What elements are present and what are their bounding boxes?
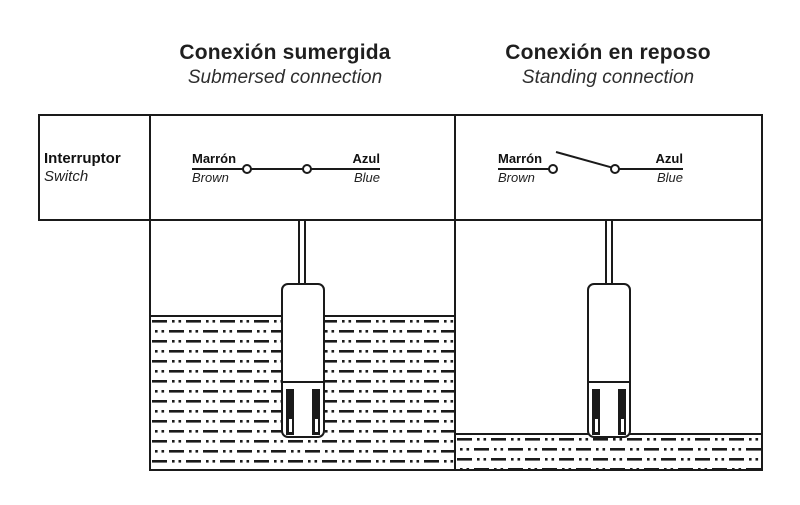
header-standing-title: Conexión en reposo: [505, 41, 711, 64]
closed-brown-label-es: Marrón: [192, 151, 237, 166]
electrode-slit: [620, 419, 624, 432]
open-blue-label-es: Azul: [655, 151, 683, 166]
closed-circuit-terminal-right: [302, 164, 312, 174]
probe-cable: [298, 221, 306, 284]
open-circuit-terminal-right: [610, 164, 620, 174]
closed-blue-label-es: Azul: [352, 151, 380, 166]
electrode-right: [312, 389, 320, 435]
closed-brown-label-en: Brown: [192, 170, 229, 185]
closed-circuit-terminal-left: [242, 164, 252, 174]
open-brown-label-es: Marrón: [498, 151, 543, 166]
open-brown-label-en: Brown: [498, 170, 535, 185]
level-probe: [587, 283, 631, 438]
open-circuit-wire-right: [619, 168, 683, 170]
electrode-left: [592, 389, 600, 435]
switch-label-en: Switch: [44, 168, 89, 185]
electrode-slit: [594, 419, 598, 432]
switch-row-label: Interruptor Switch: [44, 150, 121, 186]
open-circuit-terminal-left: [548, 164, 558, 174]
header-standing: Conexión en reposo Standing connection: [468, 40, 748, 90]
switch-label-es: Interruptor: [44, 150, 121, 167]
table-divider-middle: [454, 114, 456, 221]
header-submerged-subtitle: Submersed connection: [187, 67, 383, 88]
water-pattern: [456, 435, 761, 469]
open-blue-label-en: Blue: [656, 170, 683, 185]
header-submerged: Conexión sumergida Submersed connection: [145, 40, 425, 90]
table-divider-left: [149, 114, 151, 221]
probe-cable: [605, 221, 613, 284]
open-circuit-wire-left: [498, 168, 550, 170]
submerged-scene-panel: [149, 221, 456, 471]
electrode-left: [286, 389, 294, 435]
probe-section-line: [589, 381, 629, 383]
probe-section-line: [283, 381, 323, 383]
header-submerged-title: Conexión sumergida: [179, 41, 391, 64]
closed-circuit-wire: [192, 168, 380, 170]
switch-row-box: [38, 114, 763, 221]
closed-blue-label-en: Blue: [353, 170, 380, 185]
electrode-right: [618, 389, 626, 435]
electrode-slit: [314, 419, 318, 432]
header-standing-subtitle: Standing connection: [521, 67, 695, 88]
electrode-slit: [288, 419, 292, 432]
standing-scene-panel: [456, 221, 763, 471]
water-area-low: [456, 433, 761, 469]
level-probe: [281, 283, 325, 438]
